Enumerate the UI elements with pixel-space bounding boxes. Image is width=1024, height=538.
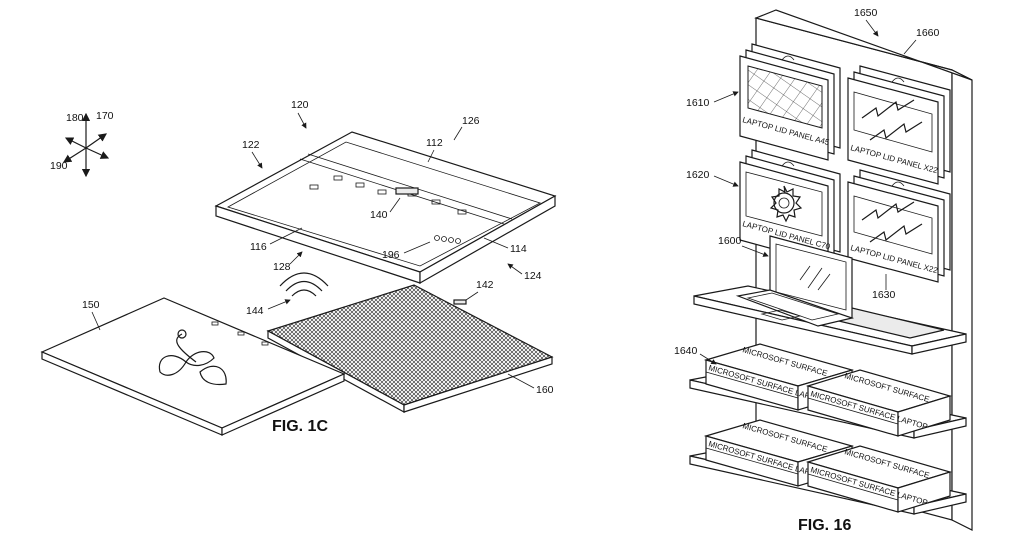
axis-triad: [62, 112, 110, 178]
ref-1600: 1600: [718, 235, 742, 247]
panel-150-tabs: [211, 321, 269, 346]
ref-150: 150: [82, 299, 100, 311]
ref-144: 144: [246, 305, 264, 317]
ref-180: 180: [66, 112, 84, 124]
ref-1660: 1660: [916, 27, 940, 39]
ref-128: 128: [273, 261, 291, 273]
ref-196: 196: [382, 249, 400, 261]
ref-142: 142: [476, 279, 494, 291]
port-row: [309, 175, 467, 215]
ref-140: 140: [370, 209, 388, 221]
ref-1630: 1630: [872, 289, 896, 301]
fig-16: 1650 1660 LAPTOP LID PANEL A45 1610 LAPT…: [674, 7, 973, 534]
pins-196: [434, 235, 461, 244]
wireless-waves: [279, 272, 329, 297]
fig-1c-caption: FIG. 1C: [272, 418, 328, 435]
boxes-bottom-right: MICROSOFT SURFACE MICROSOFT SURFACE LAPT…: [805, 445, 953, 513]
ref-122: 122: [242, 139, 260, 151]
ref-160: 160: [536, 384, 554, 396]
ref-124: 124: [524, 270, 542, 282]
sun-graphic: [769, 185, 803, 223]
panel-c70: LAPTOP LID PANEL C70: [739, 149, 841, 265]
ref-1610: 1610: [686, 97, 710, 109]
fig-1c: 180 170 190: [40, 99, 557, 436]
ref-1640: 1640: [674, 345, 698, 357]
ref-116: 116: [250, 241, 267, 253]
ref-112: 112: [426, 137, 443, 149]
ref-190: 190: [50, 160, 68, 172]
ref-1620: 1620: [686, 169, 710, 181]
boxes-middle-right: MICROSOFT SURFACE MICROSOFT SURFACE LAPT…: [805, 369, 953, 437]
ref-114: 114: [510, 243, 527, 255]
laptop-1600: [735, 235, 855, 327]
ref-170: 170: [96, 110, 114, 122]
ref-126: 126: [462, 115, 480, 127]
ref-1650: 1650: [854, 7, 878, 19]
connector-140: [395, 187, 419, 195]
panel-150: [40, 297, 346, 436]
fig-16-caption: FIG. 16: [798, 517, 851, 534]
flower-graphic: [158, 329, 227, 386]
ref-120: 120: [291, 99, 309, 111]
